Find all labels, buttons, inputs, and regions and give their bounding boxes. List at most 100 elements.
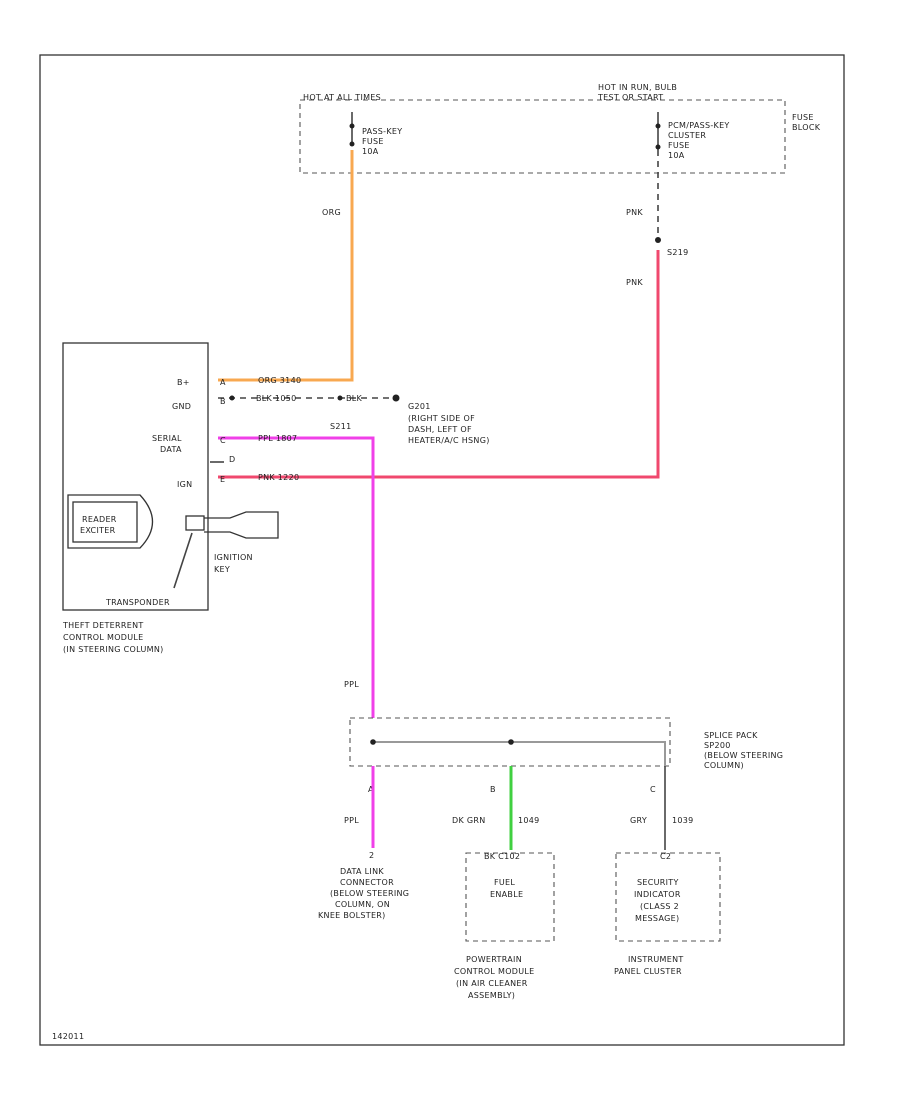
diagram-border	[39, 54, 845, 1046]
reader-label-2: EXCITER	[80, 526, 116, 535]
dk-grn-circuit-label: 1049	[518, 816, 540, 825]
module-name-1: THEFT DETERRENT	[62, 621, 144, 630]
splice-bus-bar	[373, 741, 666, 766]
pcm-box	[465, 852, 555, 942]
pcm-line-1: POWERTRAIN	[466, 955, 522, 964]
key-head-symbol	[185, 515, 205, 531]
reader-exciter-housing	[67, 494, 153, 549]
ppl-bottom-label: PPL	[344, 816, 359, 825]
gry-label: GRY	[630, 816, 647, 825]
gry-circuit-label: 1039	[672, 816, 694, 825]
dk-grn-label: DK GRN	[452, 816, 486, 825]
ipc-line-2: PANEL CLUSTER	[614, 967, 682, 976]
hot-run-bulb-label: HOT IN RUN, BULB	[598, 83, 677, 92]
ipc-box	[615, 852, 721, 942]
dlc-line-2: CONNECTOR	[340, 878, 394, 887]
pin-e: E	[220, 475, 225, 484]
ground-id: G201	[408, 402, 431, 411]
pin-bplus: B+	[177, 378, 190, 387]
splice-line-2: SP200	[704, 741, 731, 750]
reader-label-1: READER	[82, 515, 117, 524]
splice-line-3: (BELOW STEERING	[704, 751, 783, 760]
splice-pin-b: B	[490, 785, 496, 794]
pcm-inner-1: FUEL	[494, 878, 515, 887]
splice-line-4: COLUMN)	[704, 761, 744, 770]
module-name-3: (IN STEERING COLUMN)	[63, 645, 164, 654]
dlc-pin: 2	[369, 851, 374, 860]
ground-line-3: HEATER/A/C HSNG)	[408, 436, 490, 445]
ground-line-1: (RIGHT SIDE OF	[408, 414, 475, 423]
ipc-inner-2: INDICATOR	[634, 890, 681, 899]
pin-b: B	[220, 397, 226, 406]
pcm-connector-label: BK C102	[484, 852, 520, 861]
hot-always-label: HOT AT ALL TIMES	[303, 93, 381, 102]
pin-serial-1: SERIAL	[152, 434, 182, 443]
transponder-leader-line	[173, 532, 193, 589]
pnk-wire-mid-label: PNK	[626, 278, 643, 287]
splice-line-1: SPLICE PACK	[704, 731, 758, 740]
ipc-inner-3: (CLASS 2	[640, 902, 679, 911]
module-name-2: CONTROL MODULE	[63, 633, 144, 642]
key-label-1: IGNITION	[214, 553, 253, 562]
dlc-line-1: DATA LINK	[340, 867, 384, 876]
fuse-right-line-1: PCM/PASS-KEY	[668, 121, 730, 130]
pin-d: D	[229, 455, 235, 464]
footer-code: 142011	[52, 1032, 84, 1041]
splice-node-a	[370, 739, 376, 745]
fuse-block-label-2: BLOCK	[792, 123, 821, 132]
gnd-terminal-dot	[229, 395, 235, 401]
splice-pack-outline	[349, 717, 671, 767]
splice-s219	[655, 237, 661, 243]
pin-a: A	[220, 378, 226, 387]
pcm-line-4: ASSEMBLY)	[468, 991, 515, 1000]
org-wire-label: ORG	[322, 208, 341, 217]
s211-label: S211	[330, 422, 352, 431]
s219-label: S219	[667, 248, 689, 257]
fuse-left-terminal-top	[349, 123, 355, 129]
dlc-line-4: COLUMN, ON	[335, 900, 390, 909]
splice-pin-a: A	[368, 785, 374, 794]
test-start-label: TEST OR START	[597, 93, 663, 102]
pin-gnd: GND	[172, 402, 191, 411]
pnk-wire	[218, 250, 660, 479]
pcm-line-3: (IN AIR CLEANER	[456, 979, 528, 988]
key-label-2: KEY	[214, 565, 230, 574]
fuse-left-terminal-bottom	[349, 141, 355, 147]
splice-pin-c: C	[650, 785, 656, 794]
pin-c: C	[220, 436, 226, 445]
blk-circuit-label: BLK 1050	[256, 394, 297, 403]
fuse-left-line-1: PASS-KEY	[362, 127, 402, 136]
pin-ign: IGN	[177, 480, 192, 489]
ppl-serial-wire	[218, 436, 375, 718]
org-wire	[218, 150, 354, 382]
splice-node-b	[508, 739, 514, 745]
ppl-circuit-label: PPL 1807	[258, 434, 297, 443]
fuse-right-terminal-bottom	[655, 144, 661, 150]
blk-right-label: BLK	[346, 394, 363, 403]
fuse-right-terminal-top	[655, 123, 661, 129]
ipc-inner-4: MESSAGE)	[635, 914, 679, 923]
dlc-line-3: (BELOW STEERING	[330, 889, 409, 898]
theft-module-box	[62, 342, 209, 611]
pcm-inner-2: ENABLE	[490, 890, 523, 899]
gnd-splice-dot	[337, 395, 343, 401]
ipc-connector-label: C2	[660, 852, 671, 861]
reader-exciter-box	[72, 501, 138, 543]
org-circuit-label: ORG 3140	[258, 376, 301, 385]
fuse-block-label-1: FUSE	[792, 113, 814, 122]
pcm-line-2: CONTROL MODULE	[454, 967, 535, 976]
pnk-wire-top-label: PNK	[626, 208, 643, 217]
transponder-label: TRANSPONDER	[105, 598, 170, 607]
pnk-circuit-label: PNK 1220	[258, 473, 299, 482]
dlc-line-5: KNEE BOLSTER)	[318, 911, 386, 920]
fuse-right-line-3: FUSE	[668, 141, 690, 150]
ground-line-2: DASH, LEFT OF	[408, 425, 472, 434]
fuse-left-line-3: 10A	[362, 147, 379, 156]
pin-serial-2: DATA	[160, 445, 182, 454]
ipc-line-1: INSTRUMENT	[628, 955, 684, 964]
ignition-key-icon	[204, 511, 279, 539]
ground-g201-symbol	[392, 394, 400, 402]
ipc-inner-1: SECURITY	[637, 878, 679, 887]
fuse-right-line-2: CLUSTER	[668, 131, 706, 140]
